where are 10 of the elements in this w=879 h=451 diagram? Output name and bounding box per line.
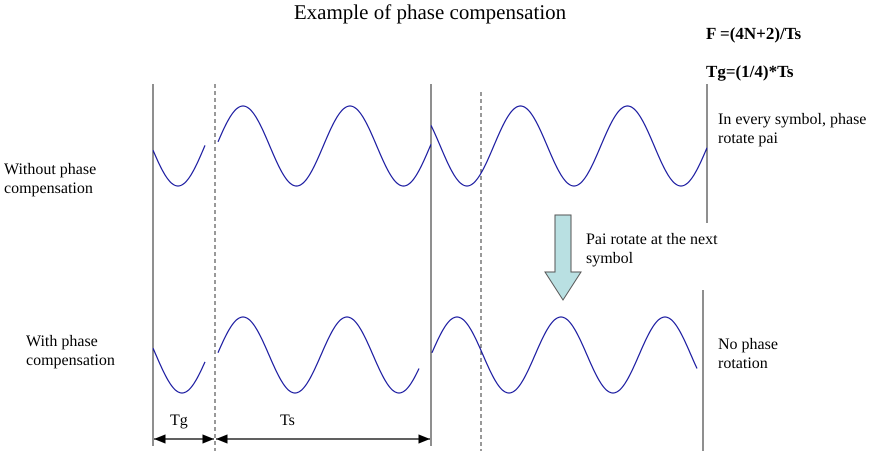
annotation: Pai rotate at the next symbol (586, 230, 719, 268)
formula: Tg=(1/4)*Ts (706, 62, 794, 82)
row-label: Without phase compensation (4, 160, 98, 198)
title: Example of phase compensation (292, 0, 568, 26)
formula: F =(4N+2)/Ts (706, 24, 802, 44)
row-label: With phase compensation (26, 332, 116, 370)
dimension-label: Tg (170, 411, 189, 430)
annotation: In every symbol, phase rotate pai (718, 110, 868, 148)
dimension-label: Ts (280, 411, 296, 430)
annotation: No phase rotation (718, 335, 779, 374)
